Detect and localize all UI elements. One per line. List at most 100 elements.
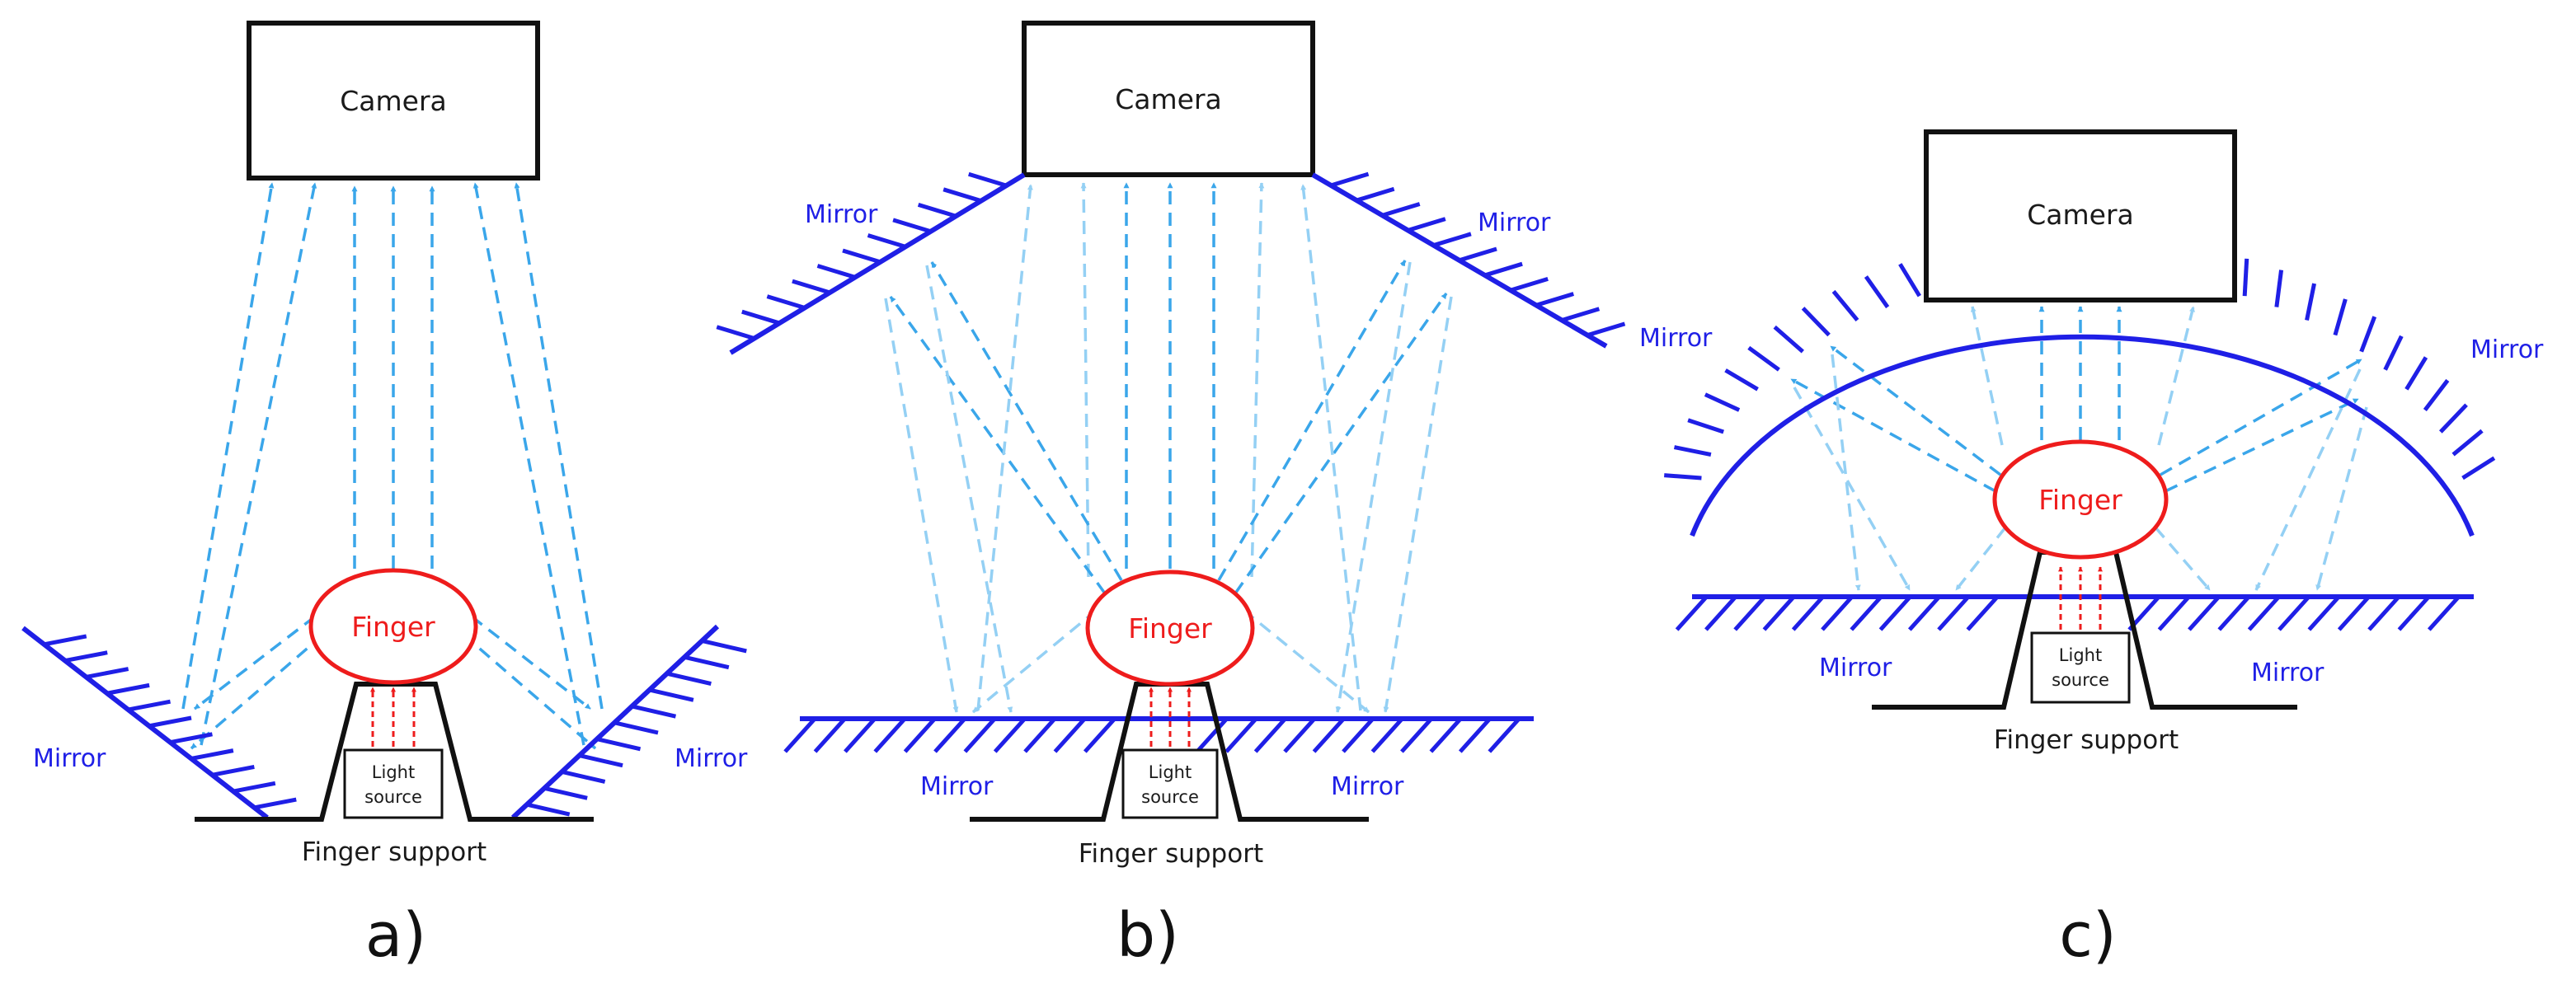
mirror: Mirror Mirror <box>1675 594 2474 687</box>
finger-support-label: Finger support <box>1079 839 1263 869</box>
light-source: Light source <box>1121 687 1219 819</box>
mirror-hatch <box>716 325 756 341</box>
mirror-hatch <box>1831 289 1859 322</box>
mirror-hatch <box>2157 595 2191 631</box>
mirror-hatch <box>2461 456 2496 481</box>
mirror-hatch <box>43 634 87 647</box>
mirror-hatch <box>1704 392 1741 412</box>
light-ray-arrow <box>1970 306 2004 446</box>
finger-support-label: Finger support <box>302 837 487 867</box>
mirror-hatch <box>579 753 623 768</box>
mirror-hatch <box>2359 316 2377 353</box>
light-ray-arrow <box>1234 292 1448 595</box>
rays <box>884 182 1453 714</box>
camera: Camera <box>1924 129 2237 302</box>
camera-label: Camera <box>340 85 447 117</box>
panel-b: Camera Mirror Mirror Mirror Mirror Finge… <box>716 21 1626 971</box>
camera: Camera <box>247 21 540 181</box>
mirror-label: Mirror <box>1639 324 1713 353</box>
rays <box>181 182 604 750</box>
mirror-hatch <box>1195 717 1229 753</box>
mirror-hatch <box>1483 261 1523 278</box>
light-ray-arrow <box>1217 260 1407 581</box>
mirror-hatch <box>1400 717 1433 753</box>
mirror-hatch <box>1966 595 2000 631</box>
light-source-label: Light <box>1149 762 1192 782</box>
mirror-hatch <box>1724 368 1759 392</box>
light-ray-arrow <box>193 615 317 710</box>
mirror-hatch <box>1687 418 1724 434</box>
mirror-hatch <box>963 717 997 753</box>
light-ray-arrow <box>2254 368 2362 591</box>
mirror-hatch <box>766 294 806 311</box>
light-ray-arrow <box>2154 526 2212 592</box>
finger-label: Finger <box>2038 484 2122 516</box>
mirror-hatch <box>85 667 129 680</box>
mirror-hatch <box>2188 595 2221 631</box>
mirror-hatch <box>867 233 907 249</box>
light-ray-arrow <box>1242 608 1370 714</box>
mirror-hatch <box>873 717 907 753</box>
mirror-hatch <box>1937 595 1970 631</box>
light-ray-arrow <box>1300 184 1362 711</box>
mirror-label: Mirror <box>2470 335 2544 364</box>
mirror-hatch <box>1791 595 1825 631</box>
light-ray-arrow <box>889 295 1107 595</box>
mirror-hatch <box>2404 356 2428 391</box>
panel-a: Camera Mirror Mirror Finger support Ligh… <box>21 21 748 971</box>
mirror-hatch <box>1864 275 1890 309</box>
mirror-hatch <box>1083 717 1116 753</box>
mirror-hatch <box>2333 298 2348 336</box>
mirror-hatch <box>685 655 730 670</box>
mirror-hatch <box>783 717 817 753</box>
mirror-hatch <box>1704 595 1737 631</box>
mirror-hatch <box>2307 595 2341 631</box>
mirror-hatch <box>892 218 932 234</box>
camera-label: Camera <box>1115 83 1222 115</box>
mirror-label: Mirror <box>33 744 106 773</box>
mirror-hatch <box>1762 595 1796 631</box>
mirror-hatch <box>2439 403 2468 434</box>
mirror-hatch <box>148 715 192 729</box>
light-source-label: source <box>1141 787 1199 807</box>
light-ray-arrow <box>1250 182 1265 578</box>
mirror-label: Mirror <box>920 772 994 801</box>
mirror-label: Mirror <box>1478 209 1551 237</box>
mirror-hatch <box>792 279 831 295</box>
light-ray-arrow <box>2165 397 2359 493</box>
finger: Finger <box>1992 439 2169 560</box>
mirror-hatch <box>1773 325 1804 354</box>
mirror-hatch <box>2247 595 2281 631</box>
light-ray-arrow <box>1335 261 1412 713</box>
mirror-hatch <box>1801 307 1831 337</box>
mirror-hatch <box>127 699 172 712</box>
light-ray-arrow <box>470 615 592 710</box>
mirror-hatch <box>1675 595 1709 631</box>
mirror-hatch <box>543 785 588 800</box>
mirror-hatch <box>842 248 881 265</box>
light-ray-arrow <box>925 265 1013 713</box>
mirror-hatch <box>632 704 677 719</box>
finger-label: Finger <box>1128 612 1212 645</box>
light-ray-arrow <box>1829 345 2002 476</box>
light-ray-arrow <box>1954 526 2007 592</box>
mirror-hatch <box>1225 717 1258 753</box>
mirror-hatch <box>1023 717 1056 753</box>
mirror-hatch <box>106 682 150 696</box>
mirror-hatch <box>1429 717 1463 753</box>
mirror: Mirror <box>716 171 1026 355</box>
mirror-hatch <box>667 672 712 686</box>
mirror-hatch <box>1253 717 1287 753</box>
mirror-hatch <box>232 781 276 794</box>
mirror-hatch <box>2278 595 2310 631</box>
panel-c: Camera Mirror Mirror Mirror Mirror Finge… <box>1639 129 2544 971</box>
mirror-hatch <box>2274 270 2284 307</box>
mirror-hatch <box>1370 717 1404 753</box>
mirror-hatch <box>2337 595 2371 631</box>
light-ray-arrow <box>181 182 275 710</box>
panel-label: b) <box>1116 900 1179 971</box>
mirror: Mirror Mirror <box>783 716 1534 801</box>
mirror-hatch <box>562 770 606 784</box>
panel-label: a) <box>365 900 426 971</box>
